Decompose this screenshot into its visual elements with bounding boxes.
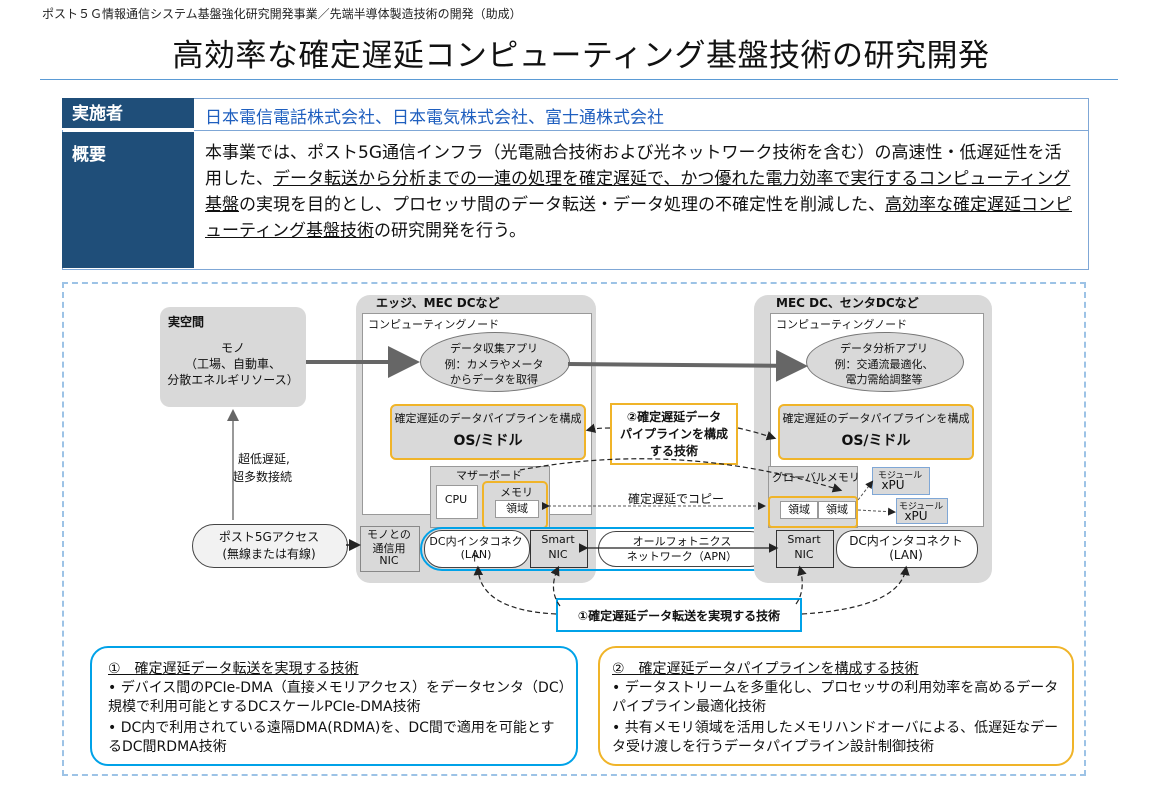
module-1-line2: xPU — [881, 478, 905, 492]
edge-app-line1: データ収集アプリ — [450, 342, 538, 355]
edge-memory-label: メモリ — [500, 486, 533, 499]
module-1-line1: モジュール — [877, 471, 923, 481]
edge-nic-comm-line1: モノとの — [367, 528, 411, 541]
edge-dc-line1: DC内インタコネクト — [429, 535, 523, 564]
implementers-value: 日本電信電話株式会社、日本電気株式会社、富士通株式会社 — [205, 108, 664, 128]
bottom-right-item-2-text: 共有メモリ領域を活用したメモリハンドオーバによる、低遅延なデータ受け渡しを行うデ… — [612, 720, 1059, 755]
edge-nic-comm-line3: NIC — [379, 554, 399, 567]
mec-app-line2: 例：交通流最適化、 — [834, 358, 934, 371]
module-1 — [872, 467, 930, 495]
row-divider — [194, 130, 1088, 131]
module-2-line2: xPU — [904, 509, 928, 523]
summary-text: 本事業では、ポスト5G通信インフラ（光電融合技術および光ネットワーク技術を含む）… — [205, 140, 1075, 244]
bottom-left-item-2-text: DC内で利用されている遠隔DMA(RDMA)を、DC間で適用を可能とするDC間R… — [108, 720, 555, 755]
mec-smart-nic — [776, 530, 834, 568]
mec-os-box — [778, 404, 974, 460]
program-label: ポスト５Ｇ情報通信システム基盤強化研究開発事業／先端半導体製造技術の開発（助成） — [42, 7, 522, 21]
edge-region: 領域 — [495, 500, 539, 518]
mec-region-2: 領域 — [818, 501, 856, 519]
cpu-box — [436, 485, 478, 519]
mec-node-label: コンピューティングノード — [776, 318, 908, 331]
tech2-line1: ②確定遅延データ — [626, 410, 722, 424]
mec-title: MEC DC、センタDCなど — [776, 296, 919, 310]
edge-nic-comm-line2: 通信用 — [372, 542, 406, 555]
edge-smart-nic — [530, 530, 588, 568]
latency-note-line2: 超多数接続 — [232, 470, 293, 484]
diagram-frame — [62, 282, 1086, 776]
latency-note-line1: 超低遅延, — [238, 452, 290, 466]
edge-nic-comm — [360, 526, 420, 572]
cpu-label: CPU — [444, 493, 468, 506]
global-memory-label: グローバルメモリ — [772, 471, 860, 484]
summary-part-3: の実現を目的とし、プロセッサ間のデータ転送・データ処理の不確定性を削減した、 — [239, 195, 885, 215]
edge-dc-interconnect — [424, 530, 530, 568]
tech2-line2: パイプラインを構成 — [619, 427, 728, 441]
mec-app-ellipse — [806, 332, 964, 392]
mec-app-line3: 電力需給調整等 — [845, 373, 923, 386]
access-line1: ポスト5Gアクセス — [218, 530, 320, 544]
bottom-left-item-1-text: デバイス間のPCIe-DMA（直接メモリアクセス）をデータセンタ（DC）規模で利… — [108, 680, 566, 715]
mec-smart-nic-line2: NIC — [794, 548, 814, 561]
summary-part-2: データ転送から分析までの一連の処理を確定遅延で、かつ優れた電力効率で実行するコン… — [205, 169, 1071, 215]
mec-pipeline-label: 確定遅延のデータパイプラインを構成 — [782, 412, 970, 425]
mec-dc-line1: DC内インタコネクト — [849, 534, 963, 548]
tech2-box — [610, 403, 738, 465]
summary-part-4: 高効率な確定遅延コンピューティング基盤技術 — [205, 195, 1072, 241]
summary-header: 概要 — [62, 132, 194, 268]
tech1-box — [556, 598, 802, 632]
mec-dc-line2: (LAN) — [889, 548, 923, 562]
apn-line1: オールフォトニクス — [632, 535, 732, 548]
mec-region-1: 領域 — [780, 501, 818, 519]
bottom-right-box — [598, 646, 1074, 766]
mec-dc-interconnect — [836, 530, 978, 568]
edge-os-label: OS/ミドル — [453, 433, 523, 449]
page-title: 高効率な確定遅延コンピューティング基盤技術の研究開発 — [172, 38, 990, 74]
copy-label: 確定遅延でコピー — [628, 492, 725, 506]
bottom-right-item-1-text: データストリームを多重化し、プロセッサの利用効率を高めるデータパイプライン最適化… — [612, 680, 1059, 715]
motherboard-label: マザーボード — [456, 469, 522, 482]
edge-dc-line2: (LAN) — [460, 548, 492, 561]
real-space-box — [160, 307, 306, 407]
bottom-left-box — [90, 646, 578, 766]
real-space-title: 実空間 — [168, 315, 205, 329]
real-space-line2: （工場、自動車、 — [184, 357, 281, 371]
summary-part-5: の研究開発を行う。 — [373, 221, 526, 241]
mec-app-line1: データ分析アプリ — [840, 342, 928, 355]
bottom-left-item-2: • DC内で利用されている遠隔DMA(RDMA)を、DC間で適用を可能とするDC… — [108, 720, 555, 755]
mec-os-label: OS/ミドル — [841, 433, 911, 449]
edge-node-label: コンピューティングノード — [368, 318, 500, 331]
mec-region-frame — [768, 496, 858, 528]
edge-os-box — [390, 404, 586, 460]
edge-app-line2: 例：カメラやメータ — [444, 358, 544, 371]
real-space-line3: 分散エネルギリソース） — [167, 373, 299, 387]
edge-smart-nic-line2: NIC — [548, 548, 568, 561]
bottom-right-title: ② 確定遅延データパイプラインを構成する技術 — [612, 661, 919, 677]
bottom-left-title: ① 確定遅延データ転送を実現する技術 — [108, 661, 359, 677]
edge-title: エッジ、MEC DCなど — [376, 296, 500, 310]
edge-app-ellipse — [420, 332, 570, 392]
edge-app-line3: からデータを取得 — [450, 373, 538, 386]
module-2-line1: モジュール — [898, 502, 944, 512]
apn-line2: ネットワーク（APN） — [626, 550, 738, 563]
bottom-right-item-1: • データストリームを多重化し、プロセッサの利用効率を高めるデータパイプライン最… — [612, 680, 1059, 715]
real-space-line1: モノ — [220, 341, 245, 355]
edge-pipeline-label: 確定遅延のデータパイプラインを構成 — [394, 412, 582, 425]
tech1-label: ①確定遅延データ転送を実現する技術 — [577, 609, 781, 623]
access-line2: (無線または有線) — [222, 547, 316, 561]
module-2 — [896, 498, 948, 524]
edge-smart-nic-line1: Smart — [541, 533, 575, 546]
title-rule — [40, 79, 1118, 80]
implementers-header: 実施者 — [62, 98, 194, 130]
bottom-left-item-1: • デバイス間のPCIe-DMA（直接メモリアクセス）をデータセンタ（DC）規模… — [108, 680, 566, 715]
summary-part-1: 本事業では、ポスト5G通信インフラ（光電融合技術および光ネットワーク技術を含む）… — [205, 143, 1062, 189]
tech2-line3: する技術 — [649, 444, 698, 458]
access-pill — [192, 524, 348, 568]
mec-smart-nic-line1: Smart — [787, 533, 821, 546]
bottom-right-item-2: • 共有メモリ領域を活用したメモリハンドオーバによる、低遅延なデータ受け渡しを行… — [612, 720, 1059, 755]
